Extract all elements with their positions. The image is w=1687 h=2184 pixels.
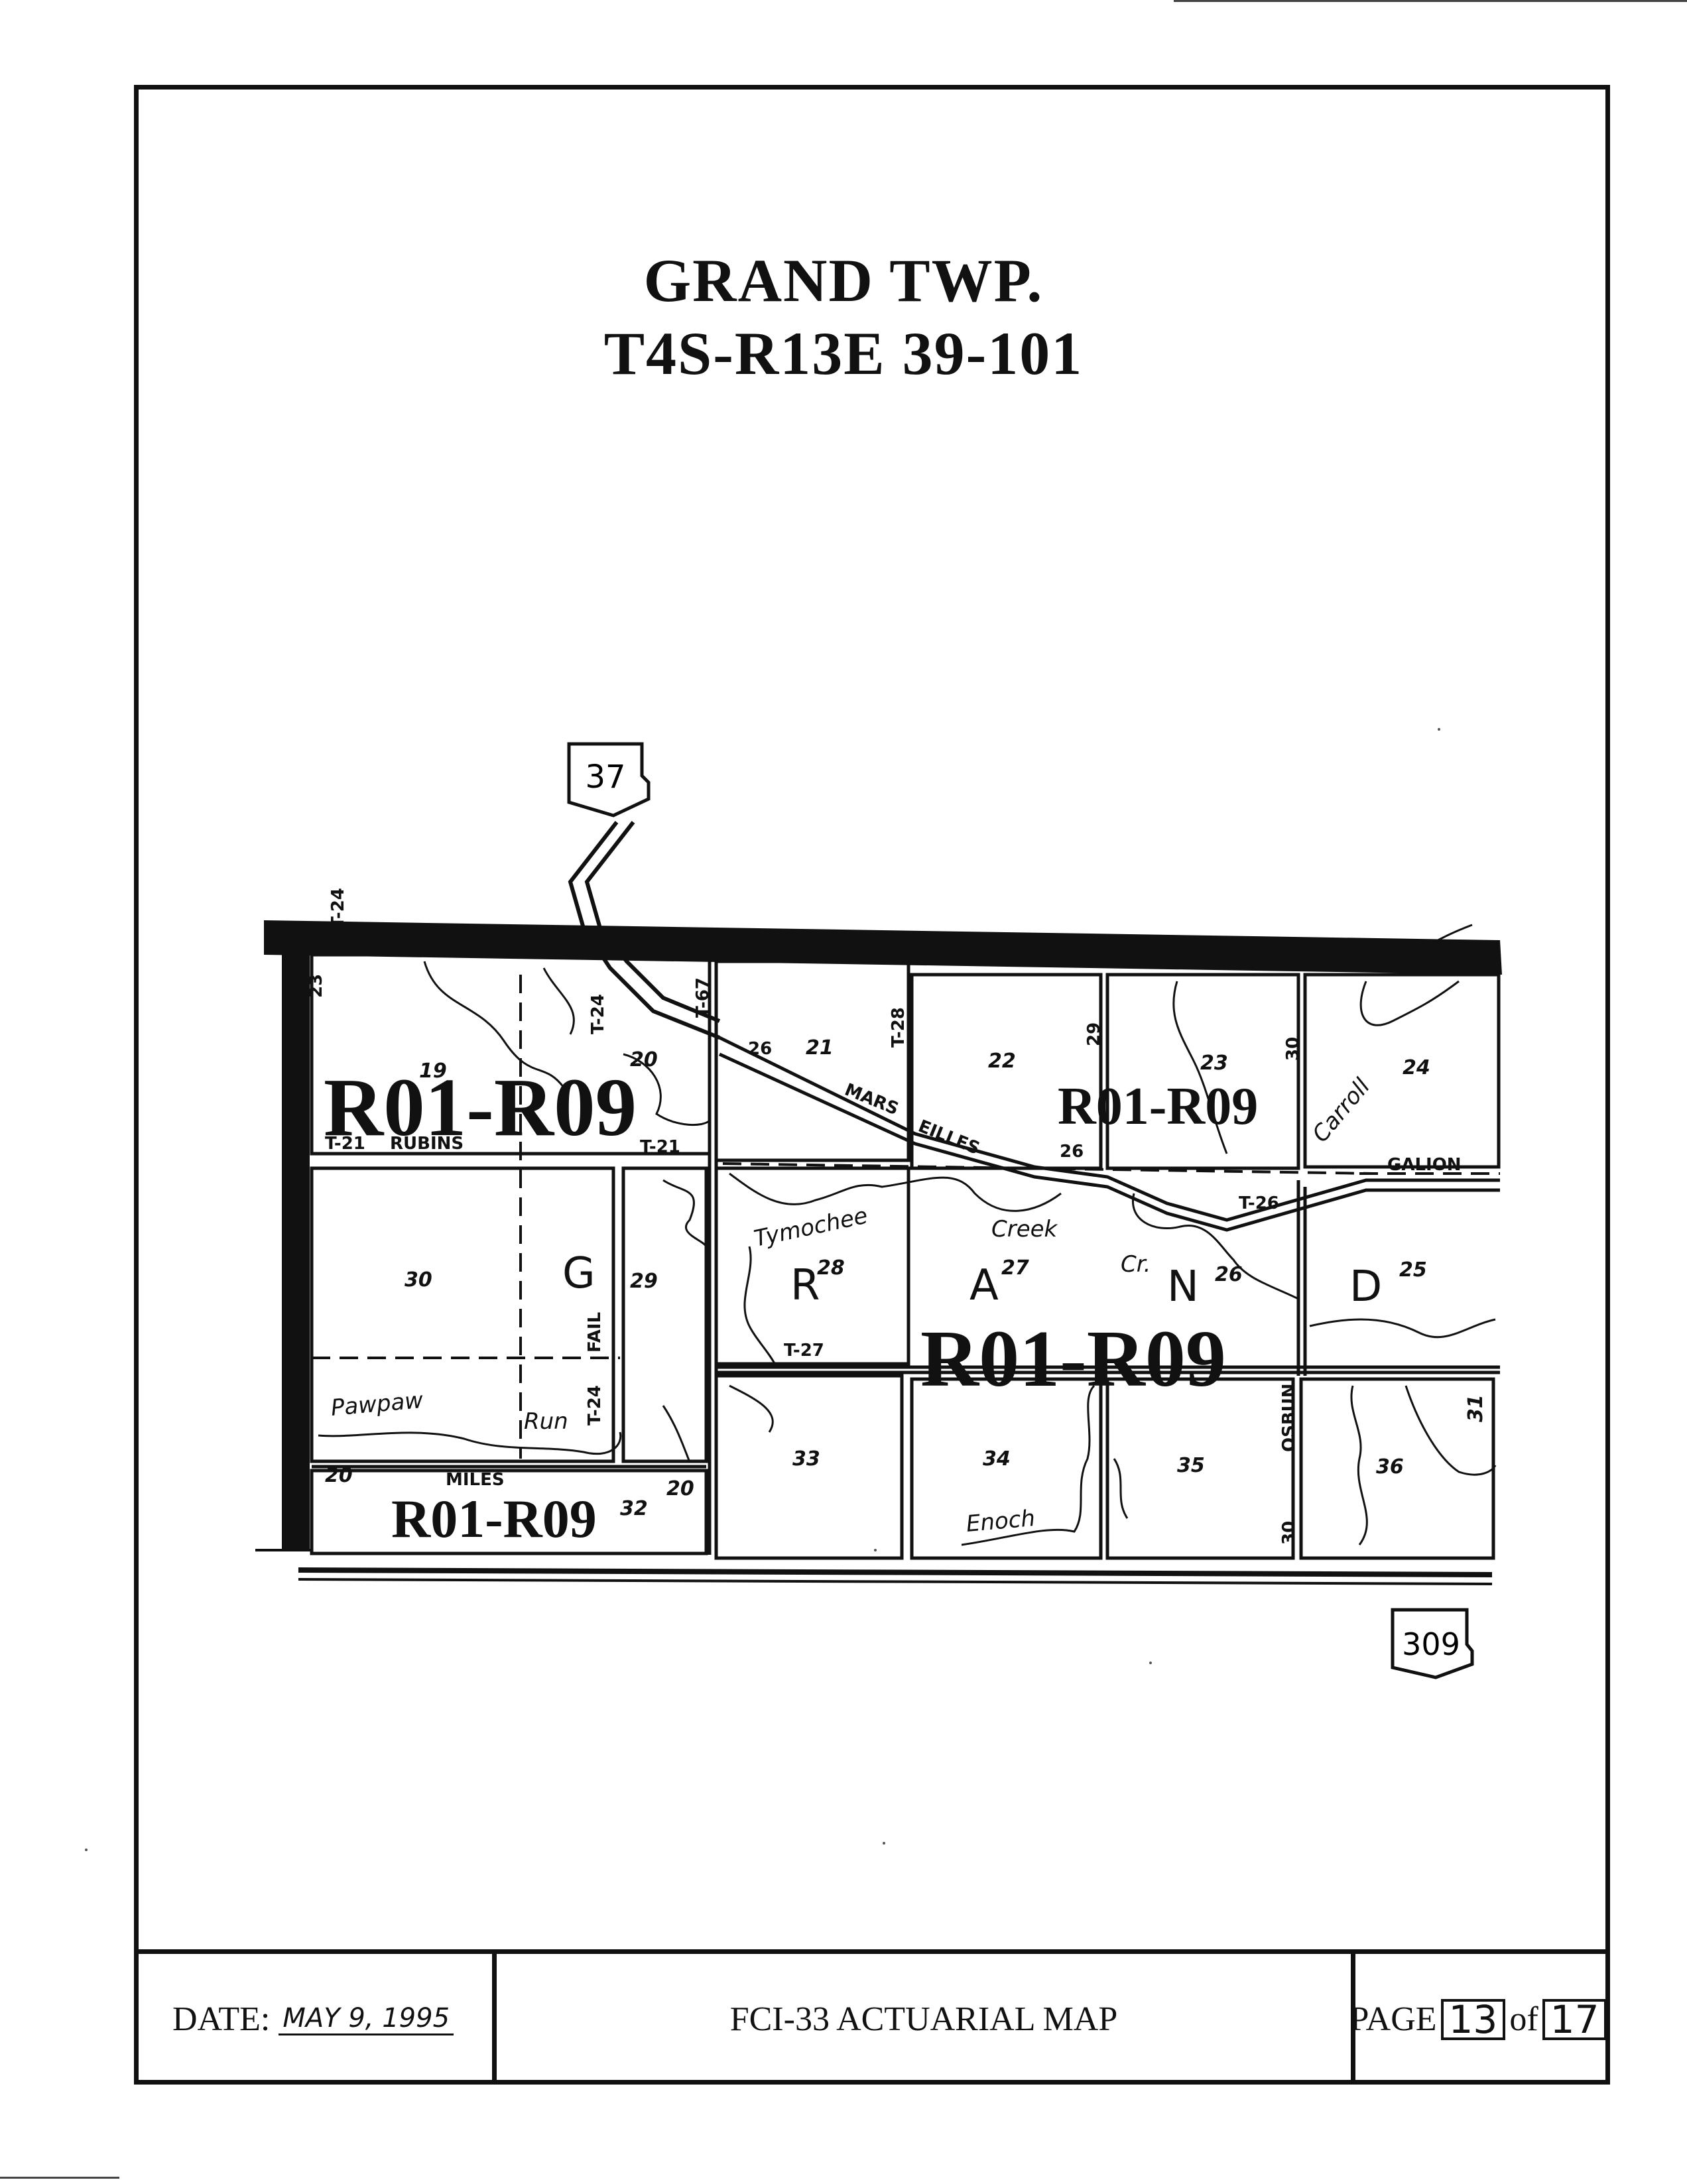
section-number: 20: [325, 1464, 353, 1487]
township-letter-a: A: [969, 1261, 999, 1310]
west-boundary: [282, 955, 310, 1550]
road-label: T-27: [784, 1341, 824, 1361]
section-number: 25: [1399, 1258, 1427, 1282]
section-number: 29: [630, 1270, 658, 1293]
map-name: FCI-33 ACTUARIAL MAP: [729, 2000, 1118, 2038]
north-boundary: [264, 920, 1502, 975]
footer-bar: DATE: MAY 9, 1995 FCI-33 ACTUARIAL MAP P…: [134, 1949, 1610, 2085]
rate-label-northwest: R01-R09: [324, 1062, 637, 1154]
section-number: 20: [666, 1477, 694, 1500]
road-label: FAIL: [585, 1312, 605, 1353]
route-309-label: 309: [1402, 1626, 1460, 1662]
water-label: Pawpaw: [330, 1387, 424, 1422]
footer-map-name-cell: FCI-33 ACTUARIAL MAP: [497, 1954, 1351, 2085]
township-letter-g: G: [562, 1249, 595, 1298]
route-37-label: 37: [585, 758, 625, 796]
route-309-shield: 309: [1391, 1608, 1474, 1679]
page-of: of: [1509, 2000, 1538, 2038]
section-number: 23: [1200, 1052, 1228, 1075]
page-current: 13: [1440, 1998, 1506, 2040]
page-total: 17: [1542, 1998, 1607, 2040]
water-label: Enoch: [965, 1505, 1036, 1538]
road-label: 30: [1279, 1521, 1299, 1545]
road-label: MILES: [446, 1470, 505, 1490]
section-number: 26: [1215, 1263, 1243, 1286]
footer-divider-1: [492, 1954, 497, 2085]
section-number: 28: [817, 1256, 845, 1280]
section-number: 34: [983, 1447, 1011, 1471]
township-letter-n: N: [1167, 1262, 1199, 1311]
section-number: 24: [1403, 1056, 1430, 1079]
township-letter-d: D: [1349, 1262, 1382, 1311]
section-number: 27: [1001, 1256, 1029, 1280]
scan-speckles: [85, 728, 1440, 1851]
page-subtitle: T4S-R13E 39-101: [603, 320, 1084, 387]
water-label: Tymochee: [752, 1203, 870, 1252]
rate-label-northeast: R01-R09: [1058, 1077, 1258, 1136]
rate-label-southwest: R01-R09: [391, 1488, 597, 1549]
section-number: 20: [630, 1048, 658, 1071]
section-number: 21: [806, 1036, 834, 1060]
footer-page-cell: PAGE 13 of 17: [1350, 1954, 1607, 2085]
road-label: T-24: [328, 888, 348, 928]
section-number: 33: [792, 1447, 820, 1471]
road-label: 26: [748, 1039, 772, 1059]
page-title: GRAND TWP.: [643, 247, 1044, 314]
road-label: T-21: [325, 1134, 365, 1154]
road-label: T-26: [1239, 1193, 1279, 1213]
section-grid: [310, 953, 1501, 1560]
page-label: PAGE: [1349, 2000, 1437, 2038]
footer-date-cell: DATE: MAY 9, 1995: [134, 1954, 492, 2085]
marseilles-road: [718, 1036, 1500, 1232]
road-label: T-21: [640, 1137, 680, 1157]
road-label: T-67: [693, 977, 713, 1018]
road-label: 30: [1283, 1037, 1303, 1061]
road-label: T-24: [588, 994, 608, 1034]
water-label: Creek: [991, 1216, 1058, 1243]
section-number: 36: [1376, 1455, 1404, 1479]
water-label: Run: [524, 1408, 568, 1435]
scan-edge-line-top: [1174, 0, 1687, 2]
section-number: 35: [1177, 1454, 1205, 1477]
section-number: 31: [1464, 1394, 1487, 1422]
road-label: 26: [1060, 1142, 1084, 1162]
section-number: 32: [620, 1497, 648, 1520]
dashed-boundaries: [312, 975, 1500, 1459]
road-label: RUBINS: [390, 1134, 464, 1154]
south-boundary: [298, 1567, 1493, 1585]
section-number: 19: [419, 1060, 447, 1083]
section-number: 22: [988, 1050, 1016, 1073]
township-letter-r: R: [790, 1261, 820, 1310]
footer-divider-2: [1351, 1954, 1355, 2085]
road-label: T-24: [585, 1385, 605, 1426]
water-label: Carroll: [1307, 1073, 1375, 1148]
road-label: 29: [1084, 1022, 1104, 1046]
date-label: DATE:: [172, 2000, 271, 2038]
streams: [318, 924, 1497, 1546]
rate-label-center: R01-R09: [920, 1314, 1226, 1404]
page-frame: [134, 85, 1610, 2085]
route-37-shield: 37: [567, 742, 651, 818]
section-number: 30: [405, 1268, 432, 1292]
road-label: T-28: [889, 1007, 908, 1048]
road-label: OSBUN: [1279, 1383, 1299, 1452]
date-value: MAY 9, 1995: [279, 2003, 454, 2035]
water-label: Cr.: [1121, 1251, 1151, 1278]
road-label: 23: [306, 974, 326, 998]
road-label: GALION: [1387, 1155, 1462, 1175]
scan-edge-line-bottom: [0, 2177, 119, 2179]
